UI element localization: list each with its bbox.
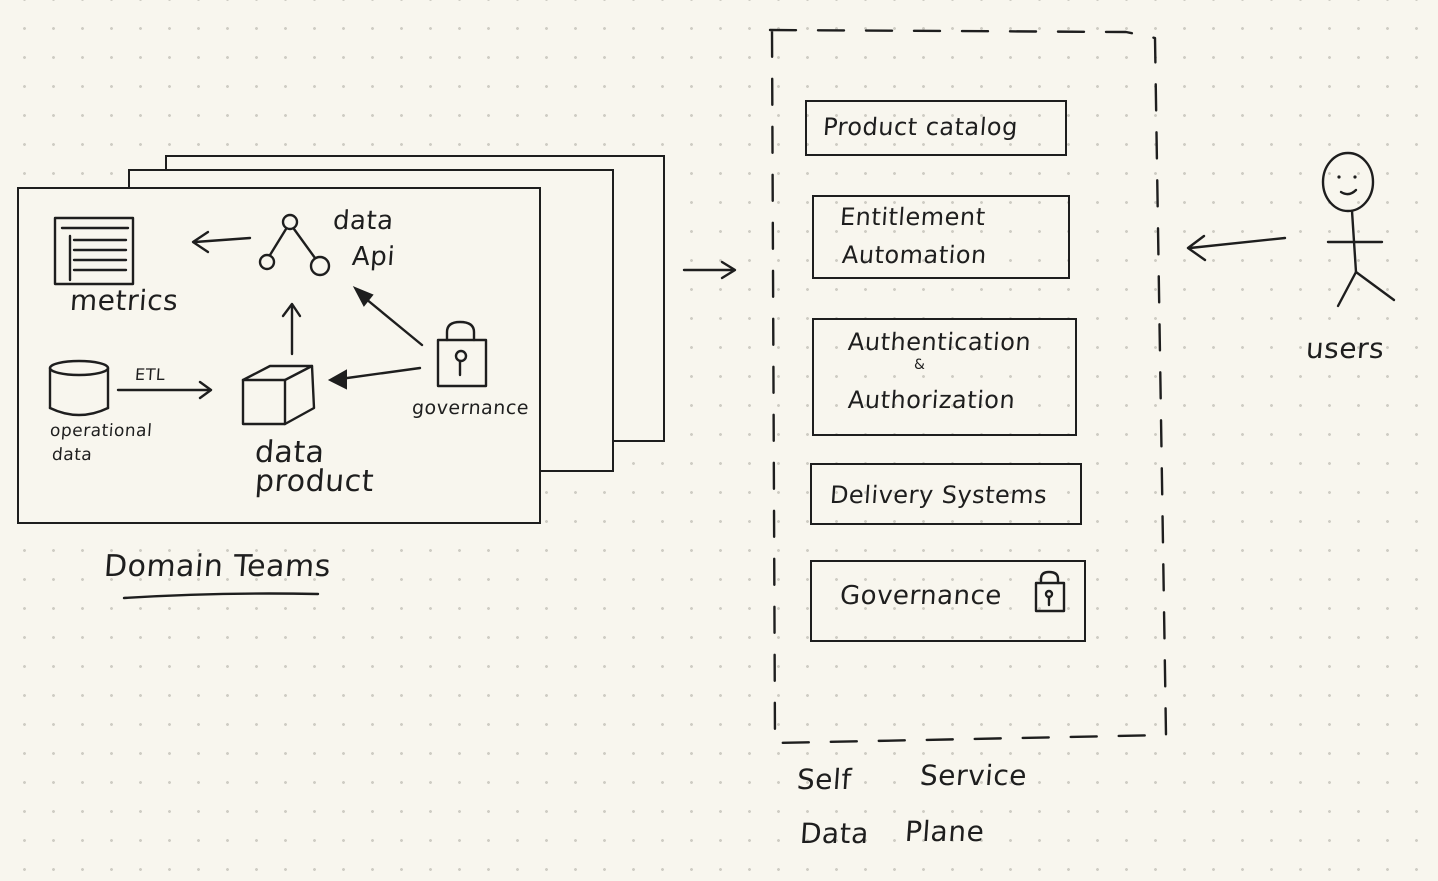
metrics-icon bbox=[53, 216, 135, 286]
delivery-systems-box: Delivery Systems bbox=[810, 463, 1082, 525]
ampersand-label: & bbox=[914, 357, 926, 373]
entitlement-automation-box: Entitlement Automation bbox=[812, 195, 1070, 279]
lock-icon-platform bbox=[1034, 570, 1066, 613]
authentication-label: Authentication bbox=[847, 328, 1033, 356]
arrow-governance-to-api bbox=[352, 286, 424, 347]
domain-frame-front bbox=[17, 187, 541, 524]
automation-label: Automation bbox=[841, 241, 988, 269]
delivery-systems-label: Delivery Systems bbox=[829, 481, 1049, 509]
database-icon bbox=[48, 359, 110, 417]
data-api-label-1: data bbox=[331, 206, 395, 236]
governance-label-domain: governance bbox=[411, 397, 530, 419]
governance-label-platform: Governance bbox=[838, 581, 1003, 611]
entitlement-label: Entitlement bbox=[839, 203, 987, 231]
data-label: Data bbox=[798, 817, 871, 850]
lock-icon-domain bbox=[436, 320, 488, 388]
arrow-governance-to-product bbox=[327, 366, 422, 390]
metrics-label: metrics bbox=[68, 284, 180, 317]
operational-data-label-2: data bbox=[51, 445, 94, 465]
authorization-label: Authorization bbox=[847, 386, 1017, 414]
cube-icon bbox=[241, 364, 316, 426]
arrow-product-to-api bbox=[281, 302, 302, 356]
data-product-label-2: product bbox=[253, 464, 376, 499]
arrow-etl bbox=[116, 380, 213, 400]
arrow-domain-to-platform bbox=[682, 260, 737, 280]
domain-teams-underline bbox=[122, 592, 320, 600]
governance-box: Governance bbox=[810, 560, 1086, 642]
arrow-api-to-metrics bbox=[191, 230, 252, 254]
service-label: Service bbox=[918, 759, 1029, 792]
authentication-authorization-box: Authentication & Authorization bbox=[812, 318, 1077, 436]
etl-label: ETL bbox=[134, 365, 166, 384]
domain-teams-title: Domain Teams bbox=[102, 549, 333, 584]
product-catalog-box: Product catalog bbox=[805, 100, 1067, 156]
arrow-users-to-platform bbox=[1186, 234, 1287, 262]
operational-data-label-1: operational bbox=[49, 421, 153, 441]
user-stick-figure bbox=[1321, 151, 1396, 308]
plane-label: Plane bbox=[903, 815, 986, 848]
product-catalog-label: Product catalog bbox=[822, 113, 1019, 141]
self-service-boundary bbox=[768, 28, 1168, 745]
data-api-icon bbox=[258, 213, 331, 277]
data-api-label-2: Api bbox=[350, 242, 397, 272]
users-label: users bbox=[1304, 332, 1386, 365]
self-label: Self bbox=[795, 763, 853, 796]
